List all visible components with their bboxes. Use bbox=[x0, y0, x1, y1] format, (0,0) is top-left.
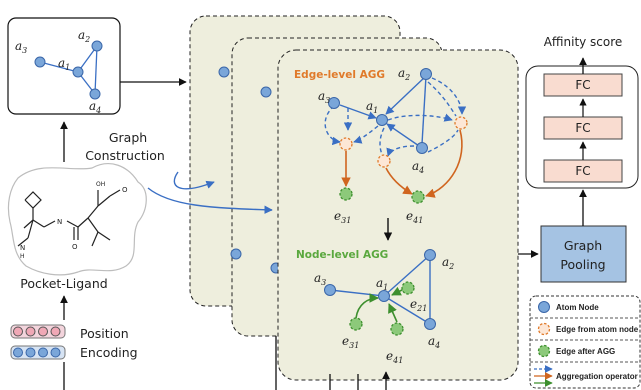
node-label-a2: a2 bbox=[78, 28, 90, 44]
input-curve-1 bbox=[173, 171, 215, 190]
node-graph-label-e31: e31 bbox=[342, 334, 359, 350]
agg-node-e21 bbox=[401, 281, 415, 295]
legend-atom-node: Atom Node bbox=[556, 303, 599, 312]
edge-graph-label-a2: a2 bbox=[398, 66, 410, 82]
node-graph-label-e21: e21 bbox=[410, 297, 427, 313]
legend-edge-from-atom: Edge from atom node bbox=[556, 325, 639, 334]
atom-o2: O bbox=[72, 243, 78, 251]
legend-edge-node-icon bbox=[537, 322, 551, 336]
edge-level-agg-title: Edge-level AGG bbox=[294, 69, 385, 81]
atom-node bbox=[218, 66, 230, 78]
atom-oh: OH bbox=[96, 181, 105, 188]
node-level-agg-title: Node-level AGG bbox=[296, 249, 388, 261]
node-label-a1: a1 bbox=[58, 56, 70, 72]
atom-n2: N bbox=[20, 244, 25, 252]
edge-node bbox=[377, 154, 391, 168]
edge-graph-label-a4: a4 bbox=[412, 159, 424, 175]
edge-node bbox=[454, 116, 468, 130]
legend-agg-node-icon bbox=[537, 344, 551, 358]
fc-label-1: FC bbox=[575, 164, 590, 178]
atom-node bbox=[72, 66, 84, 78]
edge-graph-label-a1: a1 bbox=[366, 99, 378, 115]
node-label-a3: a3 bbox=[15, 39, 27, 55]
edge-level-graph bbox=[324, 75, 467, 198]
position-encoding-line2: Encoding bbox=[80, 345, 138, 360]
node-graph-label-a2: a2 bbox=[442, 255, 454, 271]
edge-node bbox=[339, 137, 353, 151]
atom-node-a3 bbox=[324, 284, 336, 296]
legend-aggregation-operator: Aggregation operator bbox=[556, 372, 638, 381]
atom-node bbox=[230, 248, 242, 260]
atom-node-a3 bbox=[328, 97, 340, 109]
graph-construction-line1: Graph bbox=[109, 130, 147, 145]
position-encoding-line1: Position bbox=[80, 326, 129, 341]
affinity-score-title: Affinity score bbox=[544, 35, 623, 49]
layer-panel-front bbox=[277, 49, 519, 381]
node-graph-label-a1: a1 bbox=[376, 276, 388, 292]
node-graph-label-a3: a3 bbox=[314, 271, 326, 287]
node-label-a4: a4 bbox=[89, 99, 101, 115]
atom-node-a1 bbox=[376, 114, 388, 126]
edge-graph-label-a3: a3 bbox=[318, 89, 330, 105]
position-encoding-vectors bbox=[10, 324, 66, 360]
atom-node bbox=[89, 88, 101, 100]
atom-node-a2 bbox=[420, 68, 432, 80]
atom-n: N bbox=[57, 218, 62, 226]
graph-pooling-box bbox=[540, 225, 627, 283]
input-curve-2 bbox=[147, 187, 273, 214]
node-level-graph bbox=[329, 254, 431, 325]
pocket-ligand-label: Pocket-Ligand bbox=[20, 276, 107, 291]
node-graph-label-a4: a4 bbox=[428, 334, 440, 350]
legend: Atom Node Edge from atom node Edge after… bbox=[529, 295, 641, 389]
input-graph-box: a3 a1 a2 a4 bbox=[7, 17, 121, 115]
atom-node bbox=[91, 40, 103, 52]
fc-label-3: FC bbox=[575, 78, 590, 92]
graph-pooling-line2: Pooling bbox=[560, 257, 605, 272]
agg-node-e41 bbox=[390, 322, 404, 336]
atom-node-a1 bbox=[378, 290, 390, 302]
legend-edge-after-agg: Edge after AGG bbox=[556, 347, 615, 356]
edge-graph-label-e41: e41 bbox=[406, 209, 423, 225]
pocket-ligand-molecule: OH O N N O H bbox=[7, 163, 147, 276]
atom-h: H bbox=[20, 253, 25, 260]
atom-node-a2 bbox=[424, 249, 436, 261]
atom-node bbox=[260, 86, 272, 98]
agg-node-e31 bbox=[339, 187, 353, 201]
legend-atom-node-icon bbox=[538, 301, 550, 313]
graph-construction-line2: Construction bbox=[85, 148, 165, 163]
atom-o: O bbox=[122, 186, 128, 194]
atom-node-a4 bbox=[424, 318, 436, 330]
node-graph-label-e41: e41 bbox=[386, 349, 403, 365]
edge-graph-label-e31: e31 bbox=[334, 209, 351, 225]
agg-node-e31 bbox=[349, 317, 363, 331]
atom-node bbox=[34, 56, 46, 68]
graph-pooling-line1: Graph bbox=[564, 238, 602, 253]
agg-node-e41 bbox=[411, 190, 425, 204]
atom-node-a4 bbox=[416, 142, 428, 154]
fc-label-2: FC bbox=[575, 121, 590, 135]
